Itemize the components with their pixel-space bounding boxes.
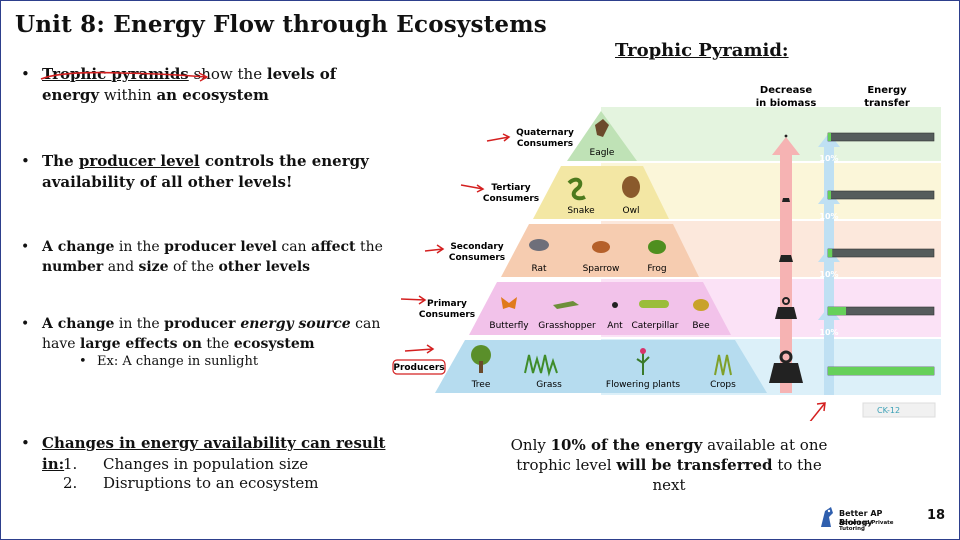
ck12-logo (862, 402, 936, 418)
energy-bar-fill-0 (828, 133, 831, 141)
butterfly-icon (501, 297, 517, 309)
label-quaternary-1: Quaternary (516, 128, 574, 138)
org-owl: Owl (623, 206, 640, 216)
slide-title: Unit 8: Energy Flow through Ecosystems (15, 11, 547, 38)
org-tree: Tree (471, 380, 491, 390)
grasshopper-icon (553, 301, 579, 309)
org-caterpillar: Caterpillar (632, 321, 679, 331)
caption: Only 10% of the energy available at one … (510, 436, 828, 494)
org-ant: Ant (607, 321, 623, 331)
caterpillar-icon (639, 300, 669, 308)
owl-icon (622, 176, 640, 198)
ant-icon (612, 302, 618, 308)
org-eagle: Eagle (590, 148, 615, 158)
numbered-item-1: 1.Changes in population size (63, 455, 309, 473)
energy-bar-2 (827, 248, 935, 258)
frog-icon (648, 240, 666, 254)
org-crops: Crops (710, 380, 736, 390)
org-frog: Frog (647, 264, 666, 274)
org-grass: Grass (536, 380, 562, 390)
crops-icon (714, 354, 732, 376)
pyramid-title: Trophic Pyramid: (615, 40, 789, 61)
label-tertiary-1: Tertiary (491, 183, 530, 193)
energy-bars (827, 132, 935, 376)
brand-logo: Better AP Biology Advanced Private Tutor… (817, 505, 917, 532)
header-biomass-1: Decrease (760, 85, 812, 96)
rat-icon (529, 239, 549, 251)
flowering-plant-icon (636, 353, 650, 375)
org-sparrow: Sparrow (583, 264, 620, 274)
energy-bar-fill-4 (828, 367, 934, 375)
ck12-logo-text: CK-12 (877, 406, 900, 415)
percent-label-3: 10% (819, 270, 838, 279)
sparrow-icon (592, 241, 610, 253)
label-tertiary-2: Consumers (483, 194, 539, 204)
org-rat: Rat (531, 264, 547, 274)
header-biomass-2: in biomass (756, 98, 817, 109)
biomass-arrow-shaft (780, 153, 792, 393)
weight-5 (769, 363, 803, 383)
label-primary-2: Consumers (419, 310, 475, 320)
weight-3 (779, 255, 793, 262)
tier-producers (435, 340, 767, 393)
tier-primary (469, 282, 731, 335)
label-secondary-2: Consumers (449, 253, 505, 263)
label-primary-1: Primary (427, 299, 467, 309)
numbered-item-2: 2.Disruptions to an ecosystem (63, 474, 319, 492)
energy-bar-0 (827, 132, 935, 142)
org-grasshopper: Grasshopper (538, 321, 596, 331)
weight-4 (775, 307, 797, 319)
trophic-pyramid-figure: Decrease in biomass Energy transfer Quat… (392, 85, 941, 421)
percent-label-4: 10% (819, 328, 838, 337)
weight-1 (784, 134, 788, 138)
percent-label-2: 10% (819, 212, 838, 221)
bee-icon (693, 299, 709, 311)
bluejay-icon (821, 507, 833, 527)
energy-bar-1 (827, 190, 935, 200)
producers-circle (392, 359, 446, 375)
brand-tagline: Advanced Private Tutoring (839, 520, 894, 532)
grass-icon (524, 354, 558, 377)
weight-2 (782, 198, 790, 202)
eagle-icon (595, 119, 609, 137)
org-bee: Bee (692, 321, 710, 331)
org-butterfly: Butterfly (489, 321, 529, 331)
header-energy-2: transfer (864, 98, 910, 109)
bullet-4-sub: •Ex: A change in sunlight (79, 354, 259, 369)
header-energy-1: Energy (867, 85, 907, 96)
biomass-arrow-head (772, 137, 800, 155)
brand-name: Better AP Biology (839, 509, 883, 527)
organism-icons (471, 119, 732, 377)
percent-label-1: 10% (819, 154, 838, 163)
tree-icon (471, 345, 491, 365)
energy-bar-fill-2 (828, 249, 833, 257)
page-number: 18 (927, 508, 946, 523)
org-snake: Snake (567, 206, 595, 216)
energy-bar-fill-3 (828, 307, 847, 315)
term-trophic-pyramids: Trophic pyramids (42, 65, 189, 83)
snake-icon (567, 177, 586, 201)
label-quaternary-2: Consumers (517, 139, 573, 149)
label-secondary-1: Secondary (450, 242, 503, 252)
org-flowering-plants: Flowering plants (606, 380, 681, 390)
energy-bar-fill-1 (828, 191, 831, 199)
annotation-arrows (400, 133, 826, 421)
label-producers: Producers (393, 363, 444, 373)
